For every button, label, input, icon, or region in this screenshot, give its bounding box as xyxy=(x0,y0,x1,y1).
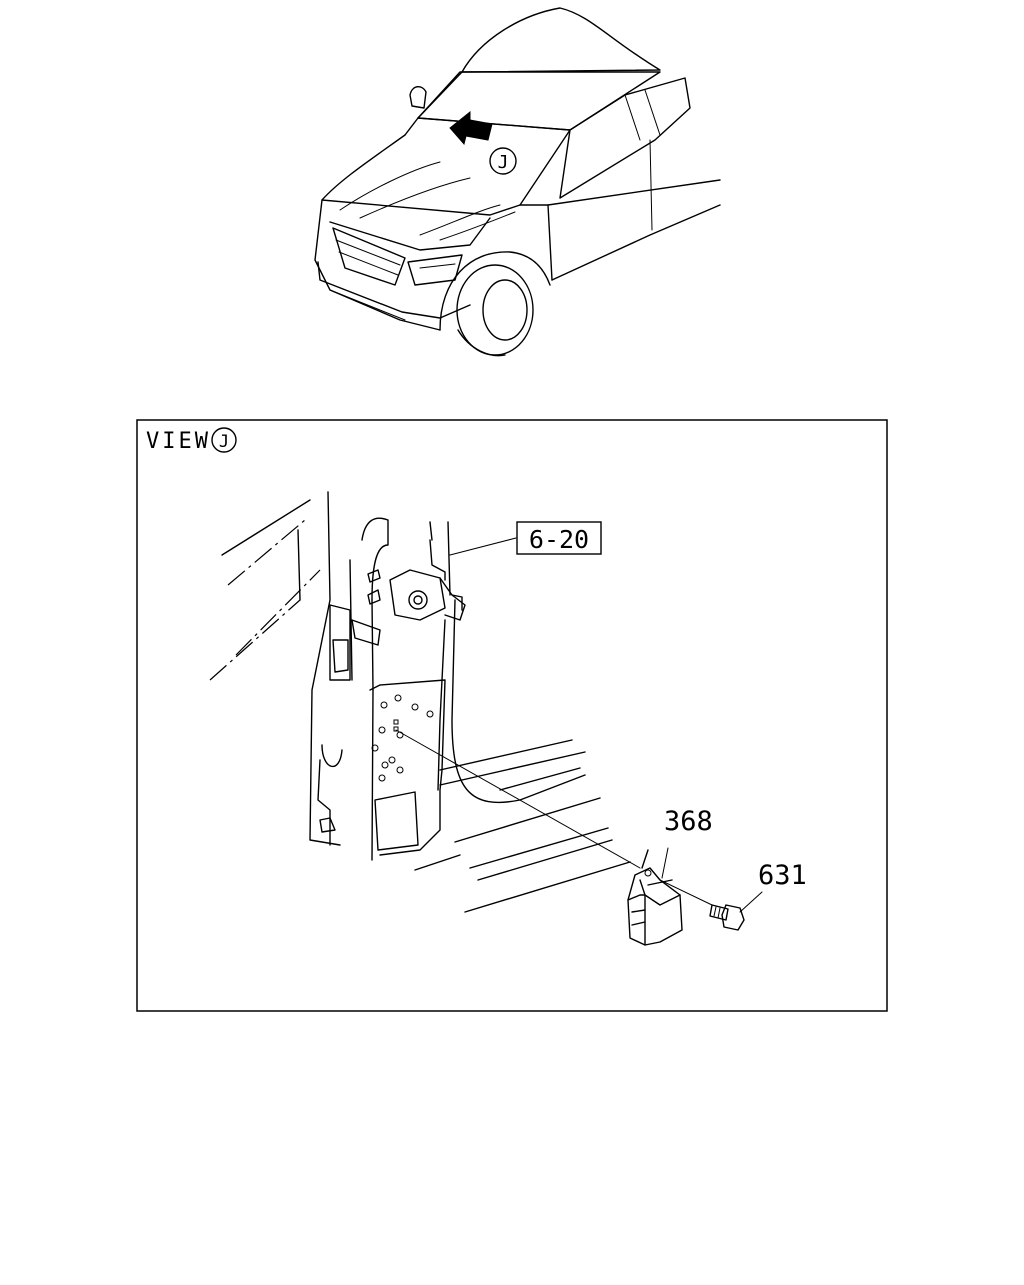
location-arrow-icon xyxy=(449,110,493,146)
overview-view-marker: J xyxy=(489,147,517,175)
svg-text:6-20: 6-20 xyxy=(529,525,589,554)
svg-text:631: 631 xyxy=(758,860,807,891)
body-structure-detail xyxy=(209,491,631,913)
detail-view-title: VIEW J xyxy=(146,427,237,454)
svg-text:368: 368 xyxy=(664,806,713,837)
svg-text:VIEW: VIEW xyxy=(146,429,211,454)
detail-view-frame xyxy=(136,419,888,1012)
bolt-part-631: 631 xyxy=(659,860,807,931)
svg-text:J: J xyxy=(498,152,509,173)
svg-text:J: J xyxy=(219,432,229,452)
vehicle-overview: J xyxy=(314,7,721,357)
reference-callout: 6-20 xyxy=(449,521,602,556)
module-part-368: 368 xyxy=(395,729,713,946)
panel-holes xyxy=(371,694,434,782)
